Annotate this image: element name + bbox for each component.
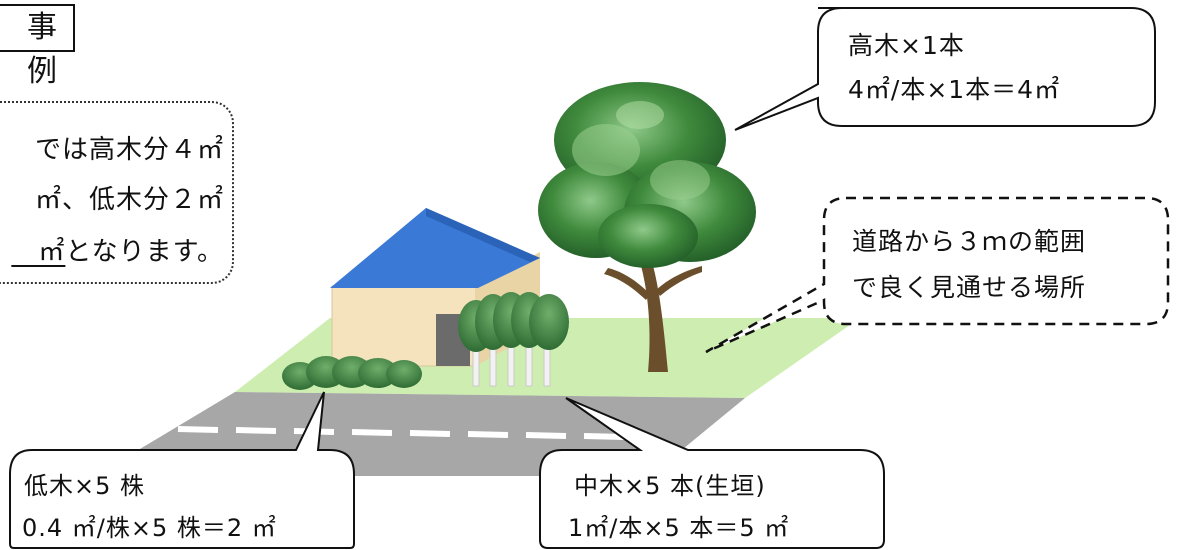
road-centerline: [129, 425, 625, 440]
hedge-trees: [458, 292, 569, 387]
callout-low-tree-shape: [9, 391, 355, 549]
callout-visibility-line1: 道路から３ｍの範囲: [852, 227, 1087, 256]
callout-low-tree-line1: 低木×5 株: [24, 472, 146, 500]
note-line-1: では高木分４㎡: [34, 135, 224, 165]
note-line-3: ㎡となります。: [11, 231, 224, 268]
callout-mid-tree-shape: [539, 397, 885, 549]
house-roof: [330, 208, 540, 288]
note-line-3-rest: となります。: [65, 237, 224, 267]
callout-low-tree-line2: 0.4 ㎡/株×5 株＝2 ㎡: [22, 514, 277, 542]
callout-mid-tree-line1: 中木×5 本(生垣): [574, 472, 766, 500]
title-label: 事 例: [0, 4, 75, 89]
note-line-3-underlined: ㎡: [11, 237, 66, 267]
explanation-note: では高木分４㎡ ㎡、低木分２㎡ ㎡となります。: [0, 101, 234, 284]
callout-tall-tree-line2: 4㎡/本×1本＝4㎡: [848, 75, 1061, 104]
callout-visibility-line2: で良く見通せる場所: [852, 273, 1087, 302]
note-line-2: ㎡、低木分２㎡: [34, 185, 224, 215]
tall-tree-trunk: [640, 262, 668, 372]
low-shrubs: [282, 356, 422, 390]
callout-mid-tree-line2: 1㎡/本×5 本＝5 ㎡: [568, 514, 790, 542]
callout-tall-tree-shape: [734, 7, 1156, 131]
callout-tall-tree-line1: 高木×1本: [848, 31, 965, 60]
tall-tree: [538, 82, 756, 372]
callout-visibility-shape: [705, 196, 1170, 354]
